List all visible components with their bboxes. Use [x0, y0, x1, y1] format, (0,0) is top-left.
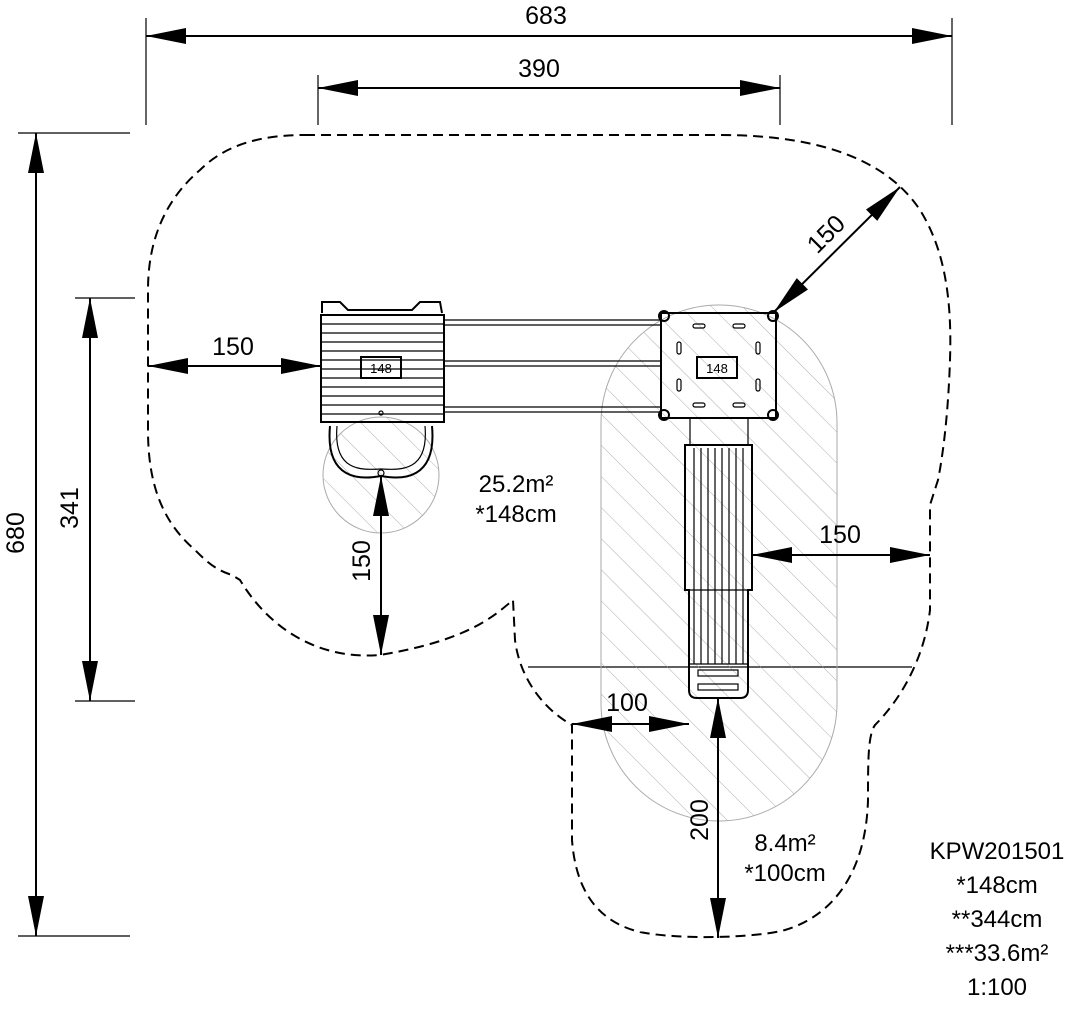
platform-label-box-right	[696, 356, 738, 379]
left-tower: 148	[320, 301, 445, 479]
product-code: KPW201501	[930, 838, 1065, 865]
main-zone-area: 25.2m²	[479, 471, 554, 498]
info-area: ***33.6m²	[946, 940, 1049, 967]
info-scale: 1:100	[967, 974, 1027, 1001]
right-tower: 148	[658, 310, 779, 421]
platform-label-box-left	[360, 356, 402, 379]
dim-inner-height: 341	[56, 487, 84, 529]
dim-slide-side-clearance: 100	[606, 689, 648, 717]
bridge-rails	[444, 319, 661, 413]
main-zone-height: *148cm	[475, 501, 556, 528]
dim-overall-width: 683	[525, 2, 567, 30]
dimension-lines	[28, 27, 952, 938]
dim-slide-exit-clearance: 200	[686, 799, 714, 841]
safety-zone-hatching	[322, 304, 838, 822]
info-block: KPW201501 *148cm **344cm ***33.6m² 1:100	[930, 838, 1065, 1001]
platform-label-right: 148	[706, 361, 728, 376]
slide	[684, 418, 753, 699]
deck-slats	[321, 323, 444, 415]
info-height: *148cm	[956, 872, 1037, 899]
slide-zone-height: *100cm	[744, 860, 825, 887]
dim-inner-width: 390	[518, 55, 560, 83]
platform-label-left: 148	[370, 361, 392, 376]
slide-zone-area: 8.4m²	[754, 830, 815, 857]
dim-right-clearance: 150	[819, 521, 861, 549]
dim-overall-height: 680	[2, 512, 30, 554]
info-length: **344cm	[952, 906, 1043, 933]
dim-left-clearance: 150	[212, 333, 254, 361]
dim-corner-clearance: 150	[802, 210, 851, 259]
dim-bottom-left-clearance: 150	[348, 540, 376, 582]
